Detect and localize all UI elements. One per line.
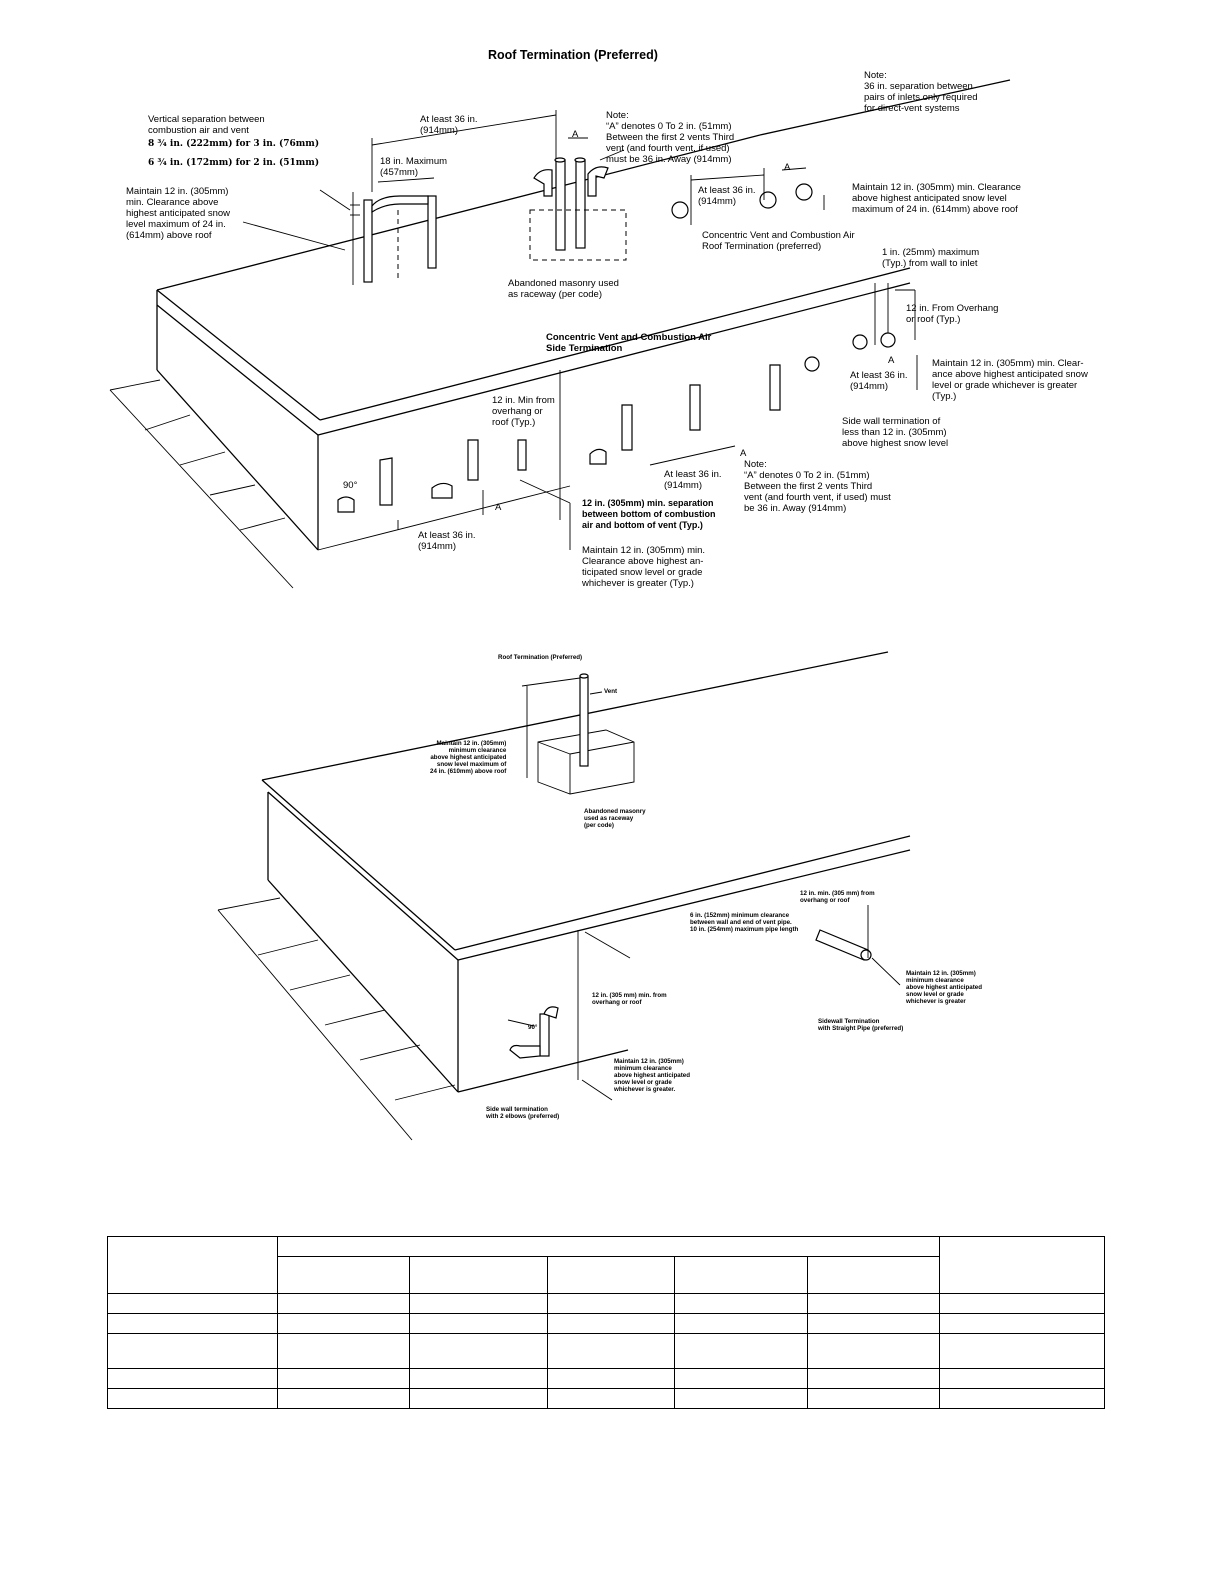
table-row <box>107 1368 1105 1389</box>
at-least-36-bottom: At least 36 in. (914mm) <box>418 530 476 552</box>
diagram1-drawing <box>109 79 1011 589</box>
at-least-36-center: At least 36 in. (914mm) <box>664 469 722 491</box>
side-wall-2elbows-label: Side wall termination with 2 elbows (pre… <box>486 1106 560 1120</box>
maintain-12-left-2: Maintain 12 in. (305mm) minimum clearanc… <box>614 1058 690 1093</box>
at-least-36-top: At least 36 in. (914mm) <box>420 114 478 136</box>
twelve-overhang-right-2: 12 in. min. (305 mm) from overhang or ro… <box>800 890 875 904</box>
diagram2-title: Roof Termination (Preferred) <box>498 654 583 661</box>
note-top-right: Note: 36 in. separation between pairs of… <box>864 70 978 114</box>
maintain-12-grade: Maintain 12 in. (305mm) min. Clear- ance… <box>932 358 1088 402</box>
sidewall-straight-label: Sidewall Termination with Straight Pipe … <box>818 1018 904 1032</box>
vertical-separation-3in: 8 ¾ in. (222mm) for 3 in. (76mm) <box>148 139 320 149</box>
note-a-bottom: Note: “A” denotes 0 To 2 in. (51mm) Betw… <box>744 459 891 514</box>
a-label-right: A <box>784 162 791 173</box>
six-in-clearance: 6 in. (152mm) minimum clearance between … <box>690 912 799 933</box>
maintain-12-right: Maintain 12 in. (305mm) min. Clearance a… <box>852 182 1021 215</box>
eighteen-max-label: 18 in. Maximum (457mm) <box>380 156 448 178</box>
vertical-separation-2in: 6 ¾ in. (172mm) for 2 in. (51mm) <box>148 158 320 168</box>
table-cell <box>107 1236 278 1294</box>
abandoned-masonry-label: Abandoned masonry used as raceway (per c… <box>508 278 619 300</box>
ninety-degree-label: 90° <box>343 480 358 491</box>
vertical-separation-label: Vertical separation between combustion a… <box>148 114 265 136</box>
maintain-12-left: Maintain 12 in. (305mm) min. Clearance a… <box>126 186 231 241</box>
twelve-overhang-left-2: 12 in. (305 mm) min. from overhang or ro… <box>592 992 667 1006</box>
abandoned-masonry-2: Abandoned masonry used as raceway (per c… <box>584 808 646 829</box>
vent-label: Vent <box>604 688 618 695</box>
table-cell <box>673 1256 808 1294</box>
at-least-36-mid: At least 36 in. (914mm) <box>698 185 756 207</box>
table-cell <box>939 1236 1105 1294</box>
maintain-12-roof: Maintain 12 in. (305mm) minimum clearanc… <box>430 740 507 775</box>
a-label-bottom: A <box>495 502 502 513</box>
ninety-degree-label-2: 90° <box>528 1024 538 1031</box>
maintain-12-bottom: Maintain 12 in. (305mm) min. Clearance a… <box>582 545 706 589</box>
table-cell <box>276 1236 941 1257</box>
a-label-side: A <box>888 355 895 366</box>
table-row <box>107 1313 1105 1334</box>
twelve-separation-label: 12 in. (305mm) min. separation between b… <box>582 498 716 530</box>
table-cell <box>806 1256 941 1294</box>
maintain-12-right-2: Maintain 12 in. (305mm) minimum clearanc… <box>906 970 982 1005</box>
a-label-top: A <box>572 129 579 140</box>
concentric-roof-label: Concentric Vent and Combustion Air Roof … <box>702 230 855 252</box>
concentric-side-label: Concentric Vent and Combustion Air Side … <box>546 332 712 354</box>
blank-table <box>107 1236 1105 1409</box>
table-row <box>107 1388 1105 1409</box>
twelve-overhang-right: 12 in. From Overhang or roof (Typ.) <box>906 303 999 325</box>
table-row <box>107 1293 1105 1314</box>
table-cell <box>276 1256 411 1294</box>
diagram1-title: Roof Termination (Preferred) <box>488 48 658 62</box>
twelve-min-overhang: 12 in. Min from overhang or roof (Typ.) <box>492 395 555 428</box>
table-cell <box>547 1256 675 1294</box>
table-cell <box>409 1256 549 1294</box>
note-a-top: Note: “A” denotes 0 To 2 in. (51mm) Betw… <box>606 110 735 165</box>
side-wall-less12: Side wall termination of less than 12 in… <box>842 416 949 449</box>
a-label-middle: A <box>740 448 747 459</box>
one-in-max-label: 1 in. (25mm) maximum (Typ.) from wall to… <box>882 247 980 269</box>
diagram2-drawing <box>217 651 911 1141</box>
at-least-36-right: At least 36 in. (914mm) <box>850 370 908 392</box>
table-row <box>107 1333 1105 1369</box>
